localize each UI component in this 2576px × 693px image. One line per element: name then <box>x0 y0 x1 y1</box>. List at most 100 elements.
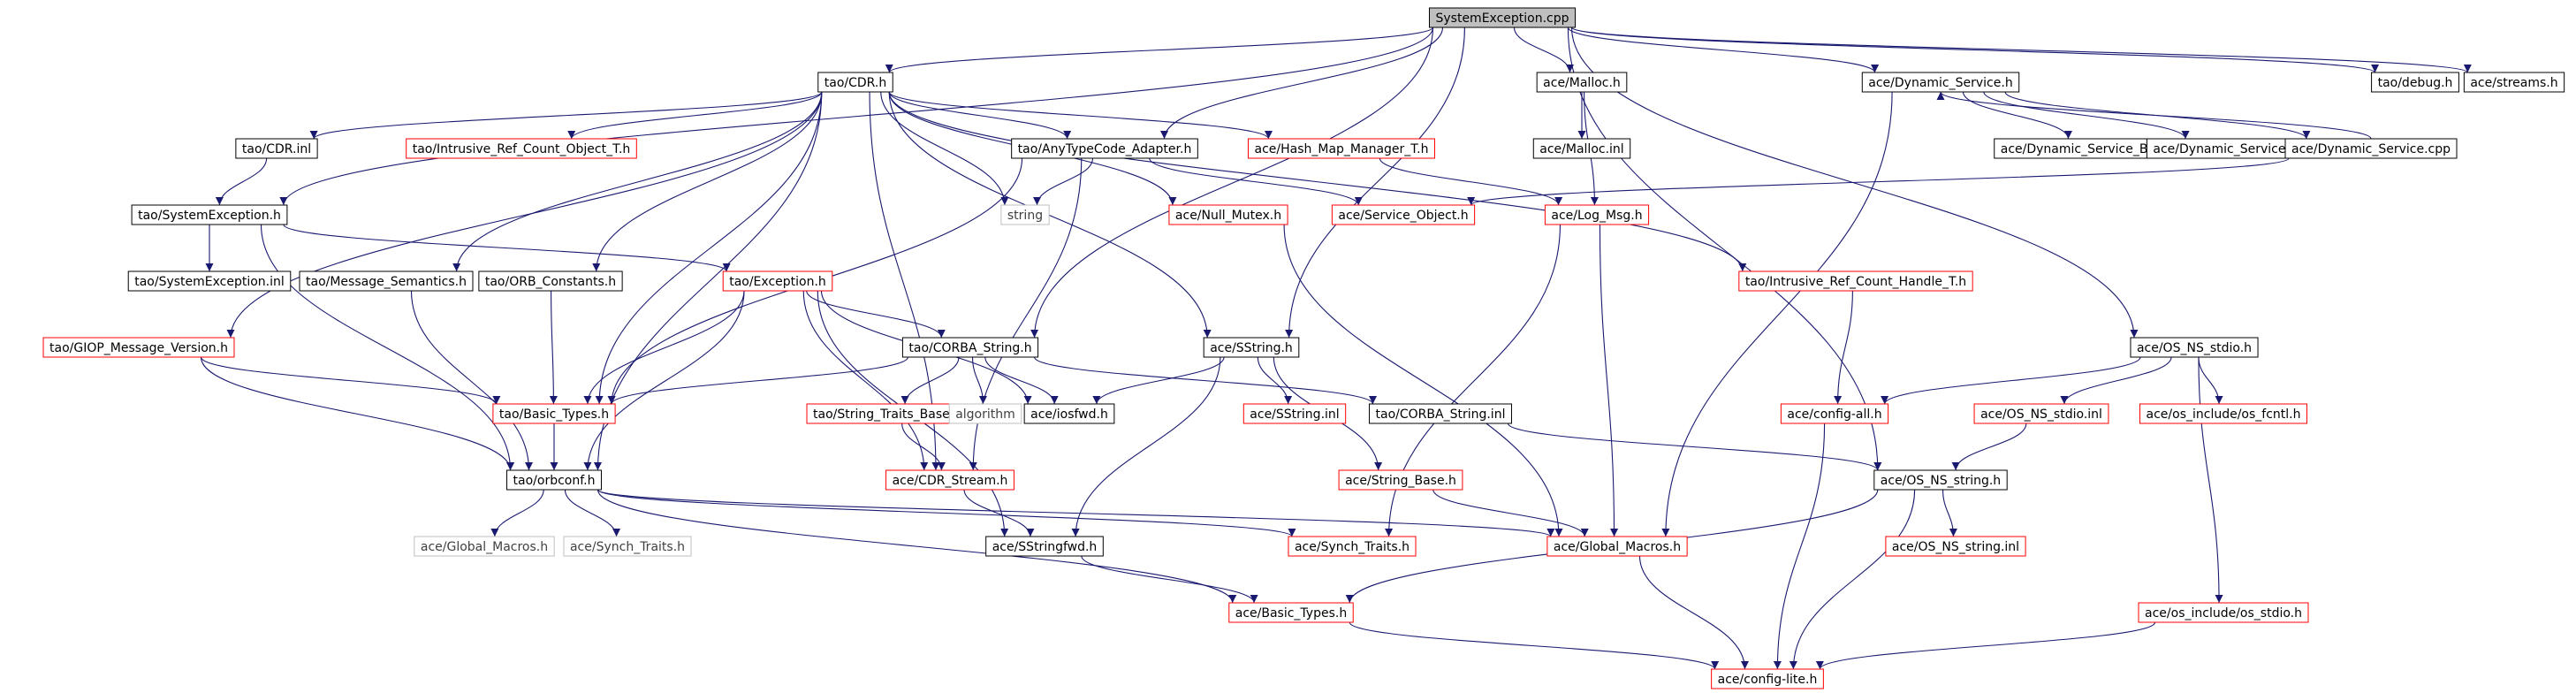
node-label: ace/Global_Macros.h <box>421 540 548 554</box>
node-anytype[interactable]: tao/AnyTypeCode_Adapter.h <box>1011 138 1198 159</box>
node-iosfwd[interactable]: ace/iosfwd.h <box>1023 403 1115 424</box>
node-box <box>1428 7 1577 28</box>
node-svc-obj[interactable]: ace/Service_Object.h <box>1331 204 1476 225</box>
node-tao-basic-types[interactable]: tao/Basic_Types.h <box>492 403 616 424</box>
node-global-macros-red[interactable]: ace/Global_Macros.h <box>1546 536 1688 557</box>
node-config-all[interactable]: ace/config-all.h <box>1780 403 1889 424</box>
node-box <box>1738 270 1973 292</box>
node-sstring-h[interactable]: ace/SString.h <box>1203 337 1300 358</box>
node-string[interactable]: string <box>1000 204 1050 225</box>
edge-corba-string-h-to-tao-basic-types <box>607 356 908 405</box>
node-global-macros-gray[interactable]: ace/Global_Macros.h <box>414 536 555 557</box>
edge-ace-basic-types-to-config-lite <box>1349 621 1719 670</box>
node-ace-basic-types[interactable]: ace/Basic_Types.h <box>1228 602 1354 623</box>
node-msg-sem[interactable]: tao/Message_Semantics.h <box>299 270 474 292</box>
edge-root-to-ace-streams-h <box>1570 27 2472 73</box>
edge-corba-string-h-to-iosfwd <box>984 356 1059 405</box>
node-dynsvc-cpp[interactable]: ace/Dynamic_Service.cpp <box>2284 138 2458 159</box>
node-corba-string-inl[interactable]: tao/CORBA_String.inl <box>1369 403 1512 424</box>
node-str-traits[interactable]: tao/String_Traits_Base_T.h <box>806 403 981 424</box>
node-os-ns-string-inl[interactable]: ace/OS_NS_string.inl <box>1885 536 2026 557</box>
node-os-ns-stdio-inl[interactable]: ace/OS_NS_stdio.inl <box>1973 403 2109 424</box>
node-intrusive-handle[interactable]: tao/Intrusive_Ref_Count_Handle_T.h <box>1738 270 1973 292</box>
node-sstring-inl[interactable]: ace/SString.inl <box>1242 403 1347 424</box>
node-label: ace/iosfwd.h <box>1030 407 1108 422</box>
edge-root-to-ace-dynsvc-h <box>1567 27 1879 73</box>
node-label: tao/orbconf.h <box>513 474 596 488</box>
node-synch-traits-red[interactable]: ace/Synch_Traits.h <box>1288 536 1417 557</box>
node-label: ace/Dynamic_Service_Base.h <box>2001 142 2182 156</box>
edge-orbconf-to-synch-traits-gray <box>564 489 621 537</box>
node-sysexc-h[interactable]: tao/SystemException.h <box>131 204 288 225</box>
node-box <box>985 536 1104 557</box>
edge-sstring-h-to-sstring-inl <box>1257 356 1293 405</box>
node-label: string <box>1007 209 1043 223</box>
edge-os-ns-stdio-to-os-fcntl <box>2198 356 2223 405</box>
node-label: tao/ORB_Constants.h <box>485 275 616 289</box>
node-sstringfwd[interactable]: ace/SStringfwd.h <box>985 536 1104 557</box>
node-label: ace/Dynamic_Service.cpp <box>2291 142 2451 156</box>
node-tao-debug-h[interactable]: tao/debug.h <box>2371 72 2459 93</box>
node-sysexc-inl[interactable]: tao/SystemException.inl <box>127 270 292 292</box>
node-ace-dynsvc-h[interactable]: ace/Dynamic_Service.h <box>1861 72 2020 93</box>
node-null-mutex[interactable]: ace/Null_Mutex.h <box>1168 204 1288 225</box>
edge-ace-dynsvc-h-to-global-macros-red <box>1661 91 1893 537</box>
edge-log-msg-to-global-macros-red <box>1599 224 1619 537</box>
edge-cdr-h-to-giop-ver <box>226 91 823 339</box>
node-cdr-stream[interactable]: ace/CDR_Stream.h <box>885 469 1014 491</box>
edge-sstringfwd-to-ace-basic-types <box>1081 555 1258 604</box>
node-corba-string-h[interactable]: tao/CORBA_String.h <box>901 337 1039 358</box>
node-label: tao/SystemException.inl <box>134 275 285 289</box>
node-string-base[interactable]: ace/String_Base.h <box>1338 469 1463 491</box>
node-box <box>1331 204 1476 225</box>
node-os-ns-stdio[interactable]: ace/OS_NS_stdio.h <box>2130 337 2259 358</box>
node-label: tao/Intrusive_Ref_Count_Handle_T.h <box>1745 275 1966 289</box>
node-label: SystemException.cpp <box>1435 11 1569 26</box>
node-root[interactable]: SystemException.cpp <box>1428 7 1577 28</box>
edge-root-to-sysexc-h <box>279 27 1434 206</box>
node-exception-h[interactable]: tao/Exception.h <box>722 270 833 292</box>
node-box <box>722 270 833 292</box>
node-orbconf[interactable]: tao/orbconf.h <box>506 469 602 491</box>
edge-ace-dynsvc-h-to-dynsvc-base <box>1962 91 2072 140</box>
node-label: ace/OS_NS_stdio.inl <box>1980 407 2102 422</box>
node-ace-streams-h[interactable]: ace/streams.h <box>2463 72 2565 93</box>
node-os-ns-string[interactable]: ace/OS_NS_string.h <box>1873 469 2008 491</box>
node-cdr-inl[interactable]: tao/CDR.inl <box>235 138 318 159</box>
node-label: ace/Basic_Types.h <box>1235 606 1347 621</box>
node-cdr-h[interactable]: tao/CDR.h <box>817 72 893 93</box>
node-box <box>1228 602 1354 623</box>
node-os-stdio[interactable]: ace/os_include/os_stdio.h <box>2138 602 2309 623</box>
node-box <box>1011 138 1198 159</box>
node-box <box>299 270 474 292</box>
node-label: tao/Intrusive_Ref_Count_Object_T.h <box>413 142 631 156</box>
node-box <box>2138 602 2309 623</box>
edge-exception-h-to-corba-string-h <box>806 290 946 339</box>
node-intrusive-ref[interactable]: tao/Intrusive_Ref_Count_Object_T.h <box>406 138 637 159</box>
node-label: tao/String_Traits_Base_T.h <box>813 407 974 422</box>
node-hashmap[interactable]: ace/Hash_Map_Manager_T.h <box>1247 138 1436 159</box>
node-label: ace/OS_NS_string.inl <box>1892 540 2019 554</box>
node-orb-const[interactable]: tao/ORB_Constants.h <box>478 270 623 292</box>
node-ace-malloc-h[interactable]: ace/Malloc.h <box>1536 72 1628 93</box>
node-label: ace/SStringfwd.h <box>992 540 1098 554</box>
edge-root-to-corba-string-h <box>1030 27 1434 339</box>
node-box <box>1536 72 1628 93</box>
edge-cdr-h-to-cdr-inl <box>309 91 823 140</box>
node-algorithm[interactable]: algorithm <box>948 403 1022 424</box>
node-box <box>1780 403 1889 424</box>
node-label: ace/Hash_Map_Manager_T.h <box>1254 142 1428 156</box>
node-os-fcntl[interactable]: ace/os_include/os_fcntl.h <box>2139 403 2307 424</box>
node-box <box>506 469 602 491</box>
node-config-lite[interactable]: ace/config-lite.h <box>1711 668 1824 689</box>
edge-sstring-h-to-iosfwd <box>1092 356 1225 405</box>
node-synch-traits-gray[interactable]: ace/Synch_Traits.h <box>563 536 692 557</box>
node-label: tao/SystemException.h <box>138 209 281 223</box>
edge-corba-string-h-to-corba-string-inl <box>1034 356 1377 405</box>
node-dynsvc-base[interactable]: ace/Dynamic_Service_Base.h <box>1994 138 2188 159</box>
node-ace-malloc-inl[interactable]: ace/Malloc.inl <box>1532 138 1631 159</box>
node-log-msg[interactable]: ace/Log_Msg.h <box>1544 204 1650 225</box>
node-giop-ver[interactable]: tao/GIOP_Message_Version.h <box>42 337 235 358</box>
edge-root-to-cdr-h <box>885 27 1434 73</box>
node-dynsvc-inl[interactable]: ace/Dynamic_Service.inl <box>2146 138 2312 159</box>
